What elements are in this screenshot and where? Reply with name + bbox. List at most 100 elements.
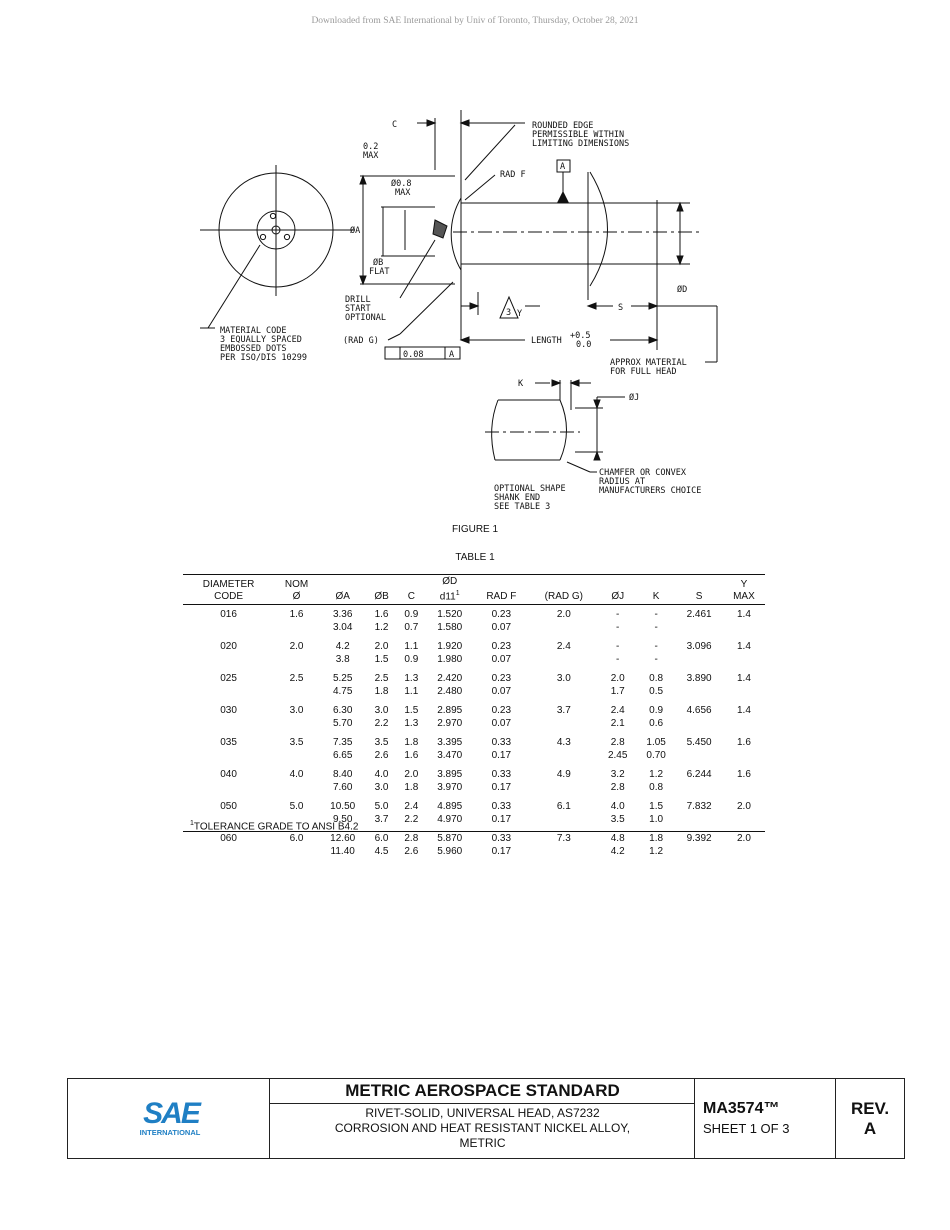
title-cell: METRIC AEROSPACE STANDARD RIVET-SOLID, U… xyxy=(270,1079,695,1158)
table-cell-a: 6.65 xyxy=(332,749,353,761)
table-cell-nom xyxy=(274,718,319,734)
table-cell-rf: 0.07 xyxy=(491,717,512,729)
rivet-drawing: C 0.2 MAX ROUNDED EDGE PERMISSIBLE WITHI… xyxy=(200,110,718,512)
table-cell-c: 2.8 xyxy=(404,833,419,845)
label-rounded-edge-2: PERMISSIBLE WITHIN xyxy=(532,130,624,140)
table-cell-b: 1.2 xyxy=(374,621,389,633)
table-cell-rf: 0.33 xyxy=(491,833,512,845)
label-material-2: 3 EQUALLY SPACED xyxy=(220,335,302,345)
table-cell-rg: 2.4 xyxy=(556,641,571,653)
table-cell-nom: 3.5 xyxy=(289,737,304,749)
table-cell-k: 0.5 xyxy=(649,685,664,697)
col-s: S xyxy=(675,573,723,606)
table-cell-a: 6.30 xyxy=(332,705,353,717)
table-cell-nom xyxy=(274,622,319,638)
label-approx-2: FOR FULL HEAD xyxy=(610,367,677,377)
table-cell-a: 12.60 xyxy=(330,833,356,845)
table-cell-a: 5.25 xyxy=(332,673,353,685)
table-cell-b: 2.5 xyxy=(374,673,389,685)
label-perp-tol: 0.08 xyxy=(403,350,423,360)
table-cell-y: 1.4 xyxy=(736,705,751,717)
table-cell-d: 3.470 xyxy=(437,749,463,761)
table-cell-y xyxy=(723,846,765,862)
table-cell-nom: 5.0 xyxy=(289,801,304,813)
table-cell-nom xyxy=(274,750,319,766)
table-cell-s xyxy=(675,814,723,830)
table-cell-rg xyxy=(529,782,598,798)
table-cell-code xyxy=(183,654,274,670)
table-cell-k: 0.8 xyxy=(649,781,664,793)
table-cell-s xyxy=(675,654,723,670)
table-cell-y xyxy=(723,782,765,798)
col-j: ØJ xyxy=(598,573,637,606)
table-cell-code: 025 xyxy=(220,673,237,685)
table-cell-d: 2.895 xyxy=(437,705,463,717)
table-cell-s: 4.656 xyxy=(686,705,712,717)
table-cell-d: 1.980 xyxy=(437,653,463,665)
table-cell-rf: 0.17 xyxy=(491,749,512,761)
table-cell-y xyxy=(723,718,765,734)
table-cell-k: 0.9 xyxy=(649,705,664,717)
table-cell-code xyxy=(183,622,274,638)
table-cell-c: 1.8 xyxy=(404,781,419,793)
table-cell-nom xyxy=(274,782,319,798)
table-cell-b: 4.0 xyxy=(374,769,389,781)
table-cell-a: 8.40 xyxy=(332,769,353,781)
table-cell-b: 2.2 xyxy=(374,717,389,729)
table-cell-a: 3.36 xyxy=(332,609,353,621)
table-cell-y: 1.4 xyxy=(736,609,751,621)
table-cell-c: 2.0 xyxy=(404,769,419,781)
table-cell-y xyxy=(723,622,765,638)
table-cell-rf: 0.23 xyxy=(491,609,512,621)
table-cell-s xyxy=(675,718,723,734)
table-cell-y: 1.4 xyxy=(736,673,751,685)
title-block: SAE INTERNATIONAL METRIC AEROSPACE STAND… xyxy=(67,1078,905,1159)
table-cell-rf: 0.33 xyxy=(491,769,512,781)
table-cell-rg xyxy=(529,622,598,638)
table-cell-c: 1.3 xyxy=(404,673,419,685)
label-chamfer-3: MANUFACTURERS CHOICE xyxy=(599,486,701,496)
table-cell-a: 4.2 xyxy=(335,641,350,653)
table-cell-d: 5.960 xyxy=(437,845,463,857)
table-cell-j: - xyxy=(616,653,620,665)
table-cell-nom xyxy=(274,686,319,702)
sae-logo: SAE INTERNATIONAL xyxy=(140,1097,204,1137)
table-cell-k: 1.2 xyxy=(649,769,664,781)
table-cell-j: 4.2 xyxy=(610,845,625,857)
table-cell-rf: 0.23 xyxy=(491,705,512,717)
table-cell-rg xyxy=(529,718,598,734)
table-cell-rf: 0.23 xyxy=(491,673,512,685)
label-c-value: 0.2 xyxy=(363,142,378,152)
label-length-tol-zero: 0.0 xyxy=(576,340,591,350)
table-cell-b: 6.0 xyxy=(374,833,389,845)
table-cell-y xyxy=(723,750,765,766)
table-cell-s xyxy=(675,846,723,862)
table-cell-d: 2.420 xyxy=(437,673,463,685)
description-line-1: RIVET-SOLID, UNIVERSAL HEAD, AS7232 xyxy=(365,1106,600,1120)
table-cell-y xyxy=(723,654,765,670)
embossed-dot xyxy=(283,233,291,241)
table-cell-d: 3.395 xyxy=(437,737,463,749)
table-cell-j: 2.4 xyxy=(610,705,625,717)
table-cell-k: 1.8 xyxy=(649,833,664,845)
table-cell-c: 2.6 xyxy=(404,845,419,857)
table-cell-code xyxy=(183,718,274,734)
table-cell-b: 4.5 xyxy=(374,845,389,857)
table-cell-c: 2.4 xyxy=(404,801,419,813)
label-rad-f: RAD F xyxy=(500,170,526,180)
document-number-cell: MA3574™ SHEET 1 OF 3 xyxy=(695,1079,836,1158)
label-note-3: 3 xyxy=(506,308,511,318)
table-cell-rf: 0.23 xyxy=(491,641,512,653)
table-cell-b: 2.0 xyxy=(374,641,389,653)
table-cell-s: 6.244 xyxy=(686,769,712,781)
